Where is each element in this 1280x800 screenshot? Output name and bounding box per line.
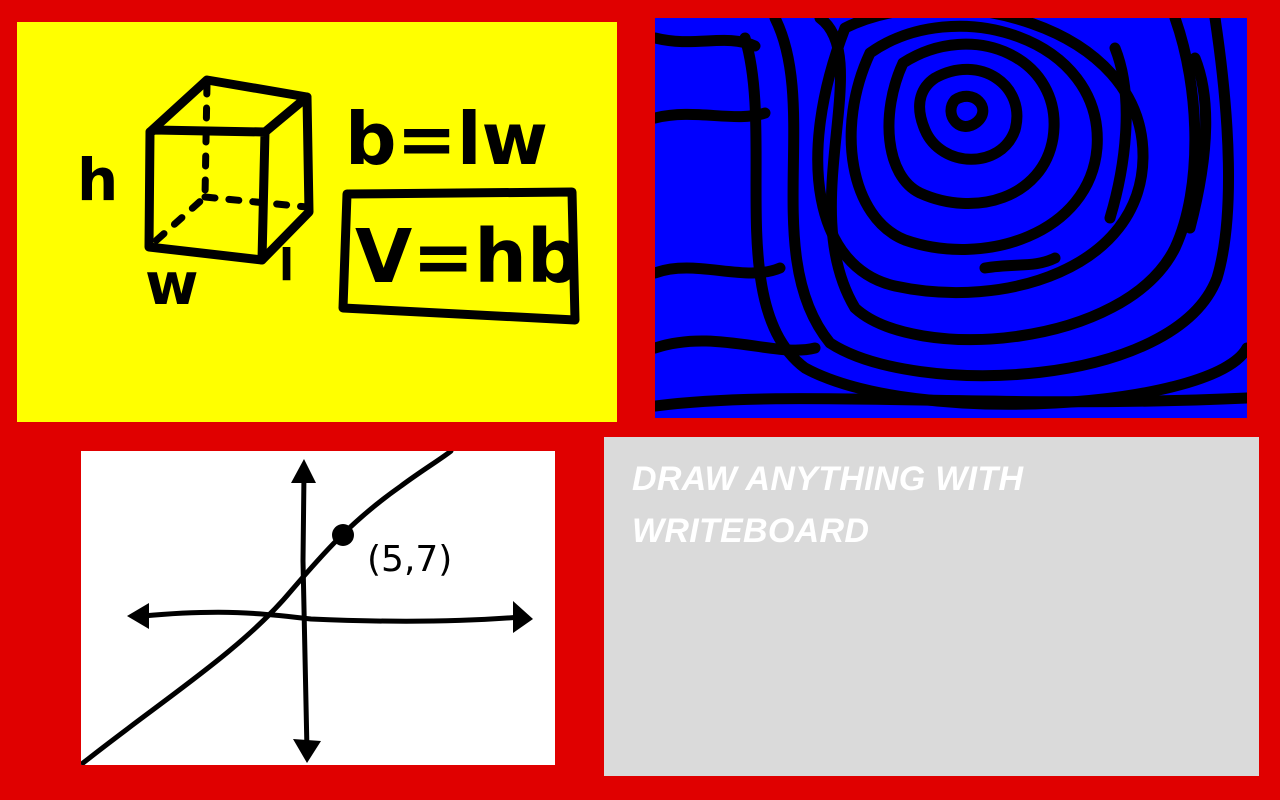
point-label: (5,7) [367,539,452,580]
drawing-swirl[interactable] [655,18,1247,418]
label-w: w [145,250,199,318]
formula-volume: V=hb [355,214,580,300]
axis-arrow-down [293,739,321,763]
axis-arrow-right [513,601,533,633]
swirl-sketch [655,18,1247,412]
promo-panel: DRAW ANYTHING WITH WRITEBOARD [604,437,1259,776]
graph-point [332,524,354,546]
drawing-graph[interactable]: (5,7) [81,451,555,765]
cube-sketch: h w l b=lw V=hb [77,75,580,325]
drawing-cube-volume[interactable]: h w l b=lw V=hb [17,22,617,422]
label-l: l [279,240,294,291]
promo-line-1: DRAW ANYTHING WITH [632,460,1024,498]
axis-arrow-left [127,603,149,629]
promo-text: DRAW ANYTHING WITH WRITEBOARD [632,453,1192,557]
promo-line-2: WRITEBOARD [632,512,870,550]
formula-box [338,187,580,325]
axis-arrow-up [291,459,316,483]
graph-sketch: (5,7) [81,451,533,765]
label-h: h [77,146,118,214]
formula-base: b=lw [345,97,548,181]
